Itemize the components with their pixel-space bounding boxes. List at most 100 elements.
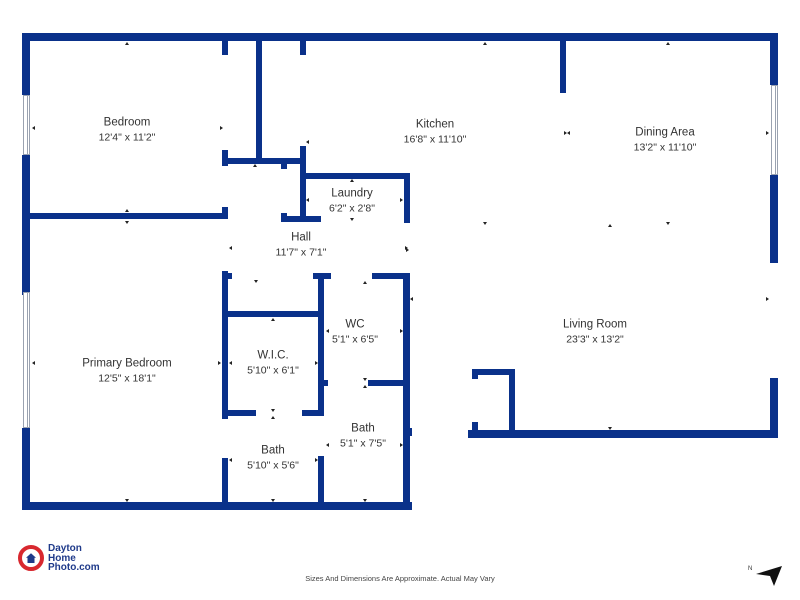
- room-name: Hall: [291, 231, 311, 244]
- room-name: Laundry: [331, 187, 373, 200]
- dimension-marker: [306, 198, 309, 202]
- dimension-marker: [326, 443, 329, 447]
- dimension-marker: [363, 385, 367, 388]
- window-primary: [23, 292, 30, 428]
- wall-left-upper: [22, 33, 30, 95]
- room-dimensions: 13'2" x 11'10": [633, 141, 697, 154]
- wall-bottom-living: [468, 430, 778, 438]
- wall-bedroom-right-top: [222, 33, 228, 55]
- dimension-marker: [666, 222, 670, 225]
- wall-closet-living-left-top: [472, 369, 478, 379]
- dimension-marker: [32, 126, 35, 130]
- room-name: W.I.C.: [257, 349, 289, 362]
- dimension-marker: [363, 281, 367, 284]
- room-dimensions: 16'8" x 11'10": [403, 133, 467, 146]
- room-name: Dining Area: [635, 126, 695, 139]
- room-dining: Dining Area 13'2" x 11'10": [634, 126, 697, 155]
- dimension-marker: [406, 248, 409, 252]
- dimension-marker: [766, 131, 769, 135]
- wall-bedroom-bottom: [22, 213, 228, 219]
- wall-wc-right: [403, 273, 410, 509]
- wall-right-mid: [770, 175, 778, 263]
- room-name: Primary Bedroom: [82, 357, 172, 370]
- wall-primary-right-lower: [222, 458, 228, 508]
- dimension-marker: [766, 297, 769, 301]
- room-name: Living Room: [563, 318, 627, 331]
- dimension-marker: [666, 42, 670, 45]
- wall-closet2-right-top: [300, 33, 306, 55]
- room-dimensions: 5'1" x 7'5": [340, 437, 386, 450]
- compass-north-label: N: [748, 566, 753, 572]
- dimension-marker: [271, 409, 275, 412]
- room-kitchen: Kitchen 16'8" x 11'10": [404, 118, 467, 147]
- dimension-marker: [350, 179, 354, 182]
- brand-logo: Dayton Home Photo.com: [18, 544, 100, 573]
- dimension-marker: [400, 198, 403, 202]
- dimension-marker: [567, 131, 570, 135]
- wall-laundry-right: [404, 173, 410, 223]
- wall-bottom-left: [22, 502, 412, 510]
- room-name: Bath: [351, 422, 375, 435]
- dimension-marker: [271, 318, 275, 321]
- dimension-marker: [218, 361, 221, 365]
- wall-kitchen-dining-divider: [560, 33, 566, 93]
- wall-left-mid: [22, 155, 30, 295]
- dimension-marker: [271, 499, 275, 502]
- dimension-marker: [220, 126, 223, 130]
- dimension-marker: [410, 297, 413, 301]
- brand-line-3: Photo.com: [48, 562, 100, 573]
- dimension-marker: [483, 42, 487, 45]
- wall-top: [22, 33, 778, 41]
- brand-name: Dayton Home Photo.com: [48, 544, 100, 573]
- room-name: Bath: [261, 444, 285, 457]
- compass-arrow-icon: [756, 566, 782, 586]
- wall-closet-bottom: [222, 158, 302, 164]
- wall-left-lower: [22, 428, 30, 510]
- dimension-marker: [400, 443, 403, 447]
- dimension-marker: [254, 280, 258, 283]
- room-name: Bedroom: [103, 116, 151, 129]
- wall-closet-living-right: [509, 369, 515, 436]
- dimension-marker: [306, 140, 309, 144]
- room-wc: WC 5'1" x 6'5": [332, 318, 378, 347]
- wall-bath-divider: [318, 456, 324, 508]
- room-wic: W.I.C. 5'10" x 6'1": [247, 349, 299, 378]
- wall-closet-vertical: [256, 33, 262, 163]
- room-dimensions: 11'7" x 7'1": [275, 246, 327, 259]
- wall-closet-living-left-bottom: [472, 422, 478, 436]
- room-living: Living Room 23'3" x 13'2": [563, 318, 627, 347]
- dimension-marker: [400, 329, 403, 333]
- dimension-marker: [271, 416, 275, 419]
- dimension-marker: [608, 427, 612, 430]
- wall-bedroom-right-post: [222, 207, 228, 219]
- dimension-marker: [483, 222, 487, 225]
- dimension-marker: [363, 499, 367, 502]
- wall-wc-bottom-left: [322, 380, 328, 386]
- room-laundry: Laundry 6'2" x 2'8": [329, 187, 375, 216]
- room-name: WC: [345, 318, 365, 331]
- brand-line-2: Home: [48, 552, 76, 564]
- dimension-marker: [125, 221, 129, 224]
- dimension-marker: [350, 218, 354, 221]
- room-dimensions: 5'10" x 6'1": [247, 364, 299, 377]
- window-bedroom: [23, 95, 30, 155]
- dimension-marker: [229, 361, 232, 365]
- room-bedroom: Bedroom 12'4" x 11'2": [99, 116, 156, 145]
- dimension-marker: [315, 458, 318, 462]
- room-dimensions: 5'1" x 6'5": [332, 333, 378, 346]
- room-dimensions: 6'2" x 2'8": [329, 202, 375, 215]
- wall-closet2-right-mid: [300, 146, 306, 222]
- wall-hall-bottom-right: [372, 273, 410, 279]
- window-dining: [771, 85, 778, 175]
- brand-line-1: Dayton: [48, 543, 82, 554]
- dimension-marker: [229, 458, 232, 462]
- wall-wic-top: [226, 311, 322, 317]
- dimension-marker: [363, 378, 367, 381]
- wall-laundry-bottom-left: [281, 216, 321, 222]
- dimension-marker: [564, 131, 567, 135]
- wall-right-lower: [770, 378, 778, 438]
- wall-laundry-top: [300, 173, 410, 179]
- room-dimensions: 12'5" x 18'1": [98, 372, 156, 385]
- room-name: Kitchen: [415, 118, 455, 131]
- dimension-marker: [253, 164, 257, 167]
